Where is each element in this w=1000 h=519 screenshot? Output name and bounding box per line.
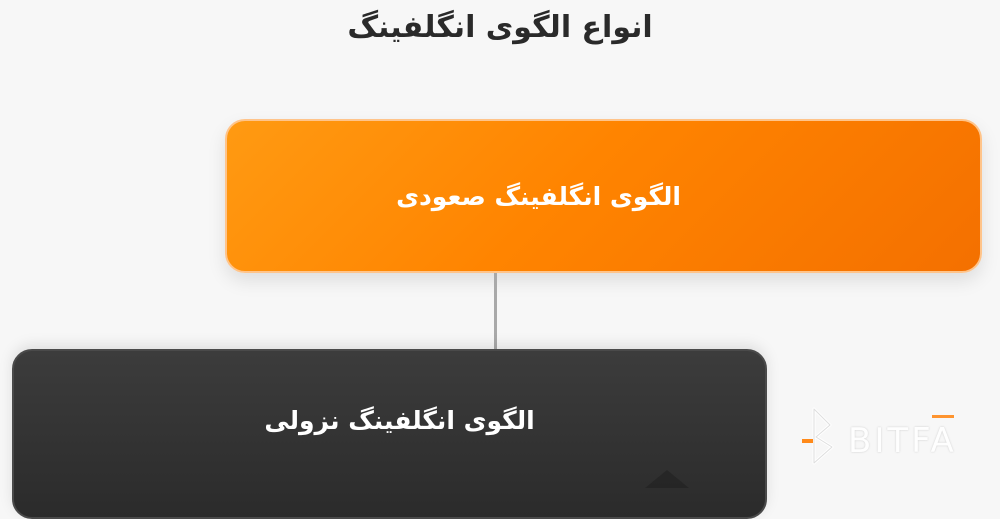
box-notch — [645, 470, 689, 488]
bullish-engulfing-label: الگوی انگلفینگ صعودی — [396, 181, 681, 211]
bitfa-logo-icon — [802, 407, 834, 465]
connector-line — [494, 273, 497, 350]
watermark: BITFA — [800, 405, 957, 469]
bullish-engulfing-node: الگوی انگلفینگ صعودی — [225, 119, 982, 273]
bearish-engulfing-node: الگوی انگلفینگ نزولی — [12, 349, 767, 519]
watermark-brand-text: BITFA — [848, 415, 957, 461]
page-title: انواع الگوی انگلفینگ — [347, 10, 653, 45]
watermark-accent-bar — [932, 415, 954, 418]
bearish-engulfing-label: الگوی انگلفینگ نزولی — [264, 406, 535, 435]
watermark-brand-label: BITFA — [848, 421, 957, 461]
